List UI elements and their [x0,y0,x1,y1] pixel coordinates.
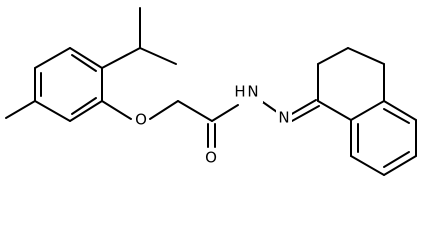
hydrogen-label: H [234,83,245,101]
ring-bond [34,47,71,69]
ring-bond [347,47,385,65]
atom-label-nh: H N [233,82,263,103]
ring-double-bond [71,54,97,72]
ring-double-bond [383,108,410,124]
ether-oxygen-label: O [135,111,147,129]
ether-ch2-bond [149,100,179,120]
molecule-structure: O O H N N [5,7,417,176]
amide-nitrogen-label: N [247,83,258,101]
ring-bond [350,155,385,176]
isopropyl-bond [101,47,141,69]
ring-bond [383,100,417,121]
ring-bond [383,155,417,176]
carbonyl-oxygen-label: O [205,149,217,167]
imine-double-bond [289,99,317,116]
tetralin-aromatic-ring [350,100,417,176]
ring-bond [317,100,352,121]
atom-label-imine-nitrogen: N [276,108,292,127]
isopropyl-group [101,7,177,69]
ring-double-bond [383,151,410,168]
ring-double-bond [71,97,97,115]
imine-double-bond [291,105,320,122]
aryl-ring [34,47,103,122]
molecule-canvas: O O H N N [5,7,417,176]
atom-label-ether-oxygen: O [133,110,149,129]
ring-bond [69,47,103,69]
isopropyl-bond [139,47,177,65]
amide-bond [211,104,239,122]
methyl-bond [5,100,36,119]
ring-bond [34,100,71,122]
aryl-ether-bond [101,100,132,120]
ring-bond [350,100,385,121]
ch2-carbonyl-bond [177,100,213,122]
ring-bond [317,47,349,65]
ring-bond [69,100,103,122]
tetralin-saturated-ring [317,47,385,121]
atom-label-carbonyl-oxygen: O [203,148,219,167]
imine-nitrogen-label: N [278,109,289,127]
